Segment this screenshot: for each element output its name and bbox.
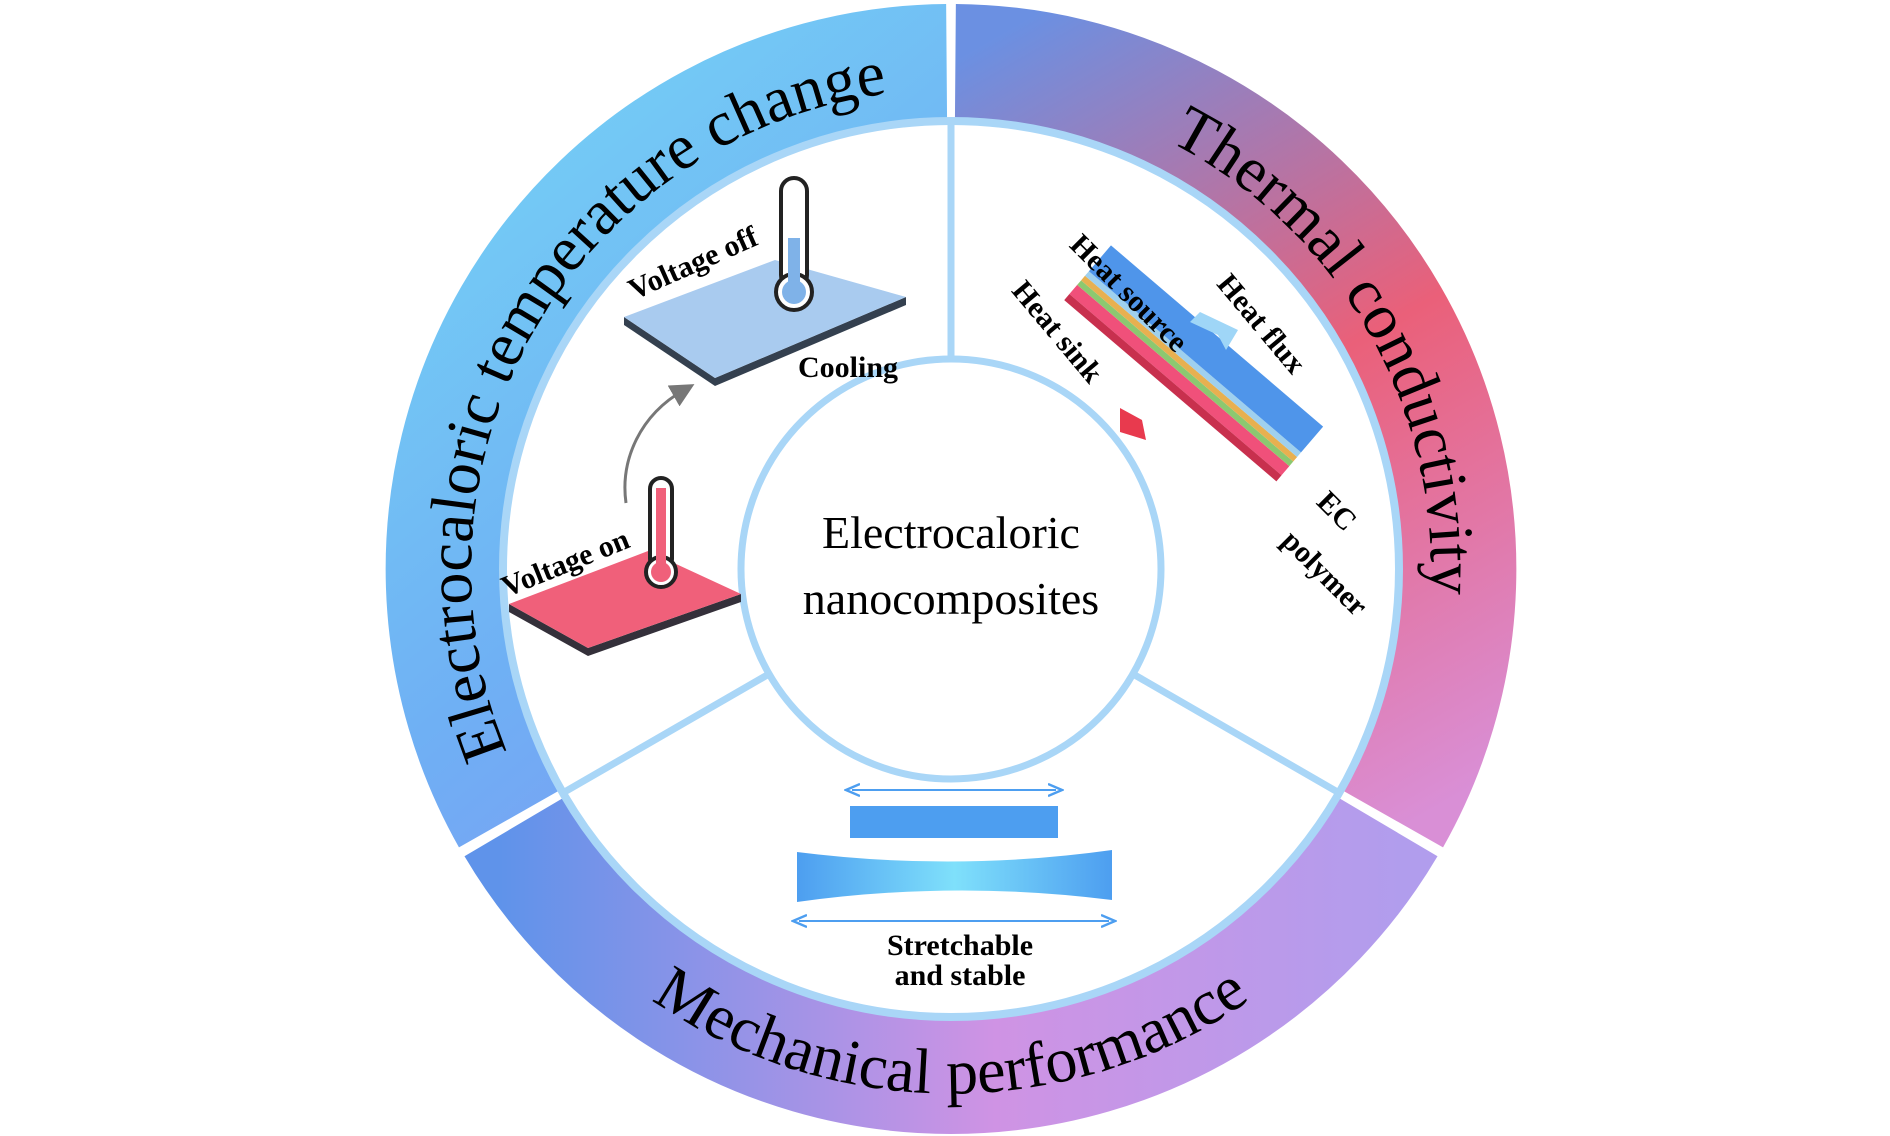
ring-segment-bottom	[464, 797, 1438, 1134]
label-and-stable: and stable	[895, 959, 1026, 992]
cold-plate	[624, 260, 906, 386]
label-cooling: Cooling	[798, 351, 898, 384]
hot-plate	[509, 551, 741, 656]
spoke-lower-left	[559, 670, 771, 798]
heat-sink-arrow-icon	[1120, 408, 1146, 440]
ec-polymer-stack	[1064, 245, 1324, 482]
center-title-line1: Electrocaloric	[822, 507, 1080, 558]
center-title-line2: nanocomposites	[803, 573, 1099, 624]
stretched-bar	[797, 850, 1112, 902]
transition-arrow	[623, 384, 695, 504]
ring-segment-right	[954, 4, 1517, 848]
unstretched-bar	[850, 806, 1058, 838]
thermometer-hot-icon	[644, 476, 678, 589]
heat-flux-arrow-icon	[1190, 312, 1238, 350]
thermometer-cold-icon	[774, 176, 814, 312]
ring-segment-left	[385, 4, 948, 848]
label-stretchable: Stretchable	[887, 929, 1033, 962]
spoke-lower-right	[1131, 670, 1343, 798]
center-circle	[737, 355, 1165, 783]
